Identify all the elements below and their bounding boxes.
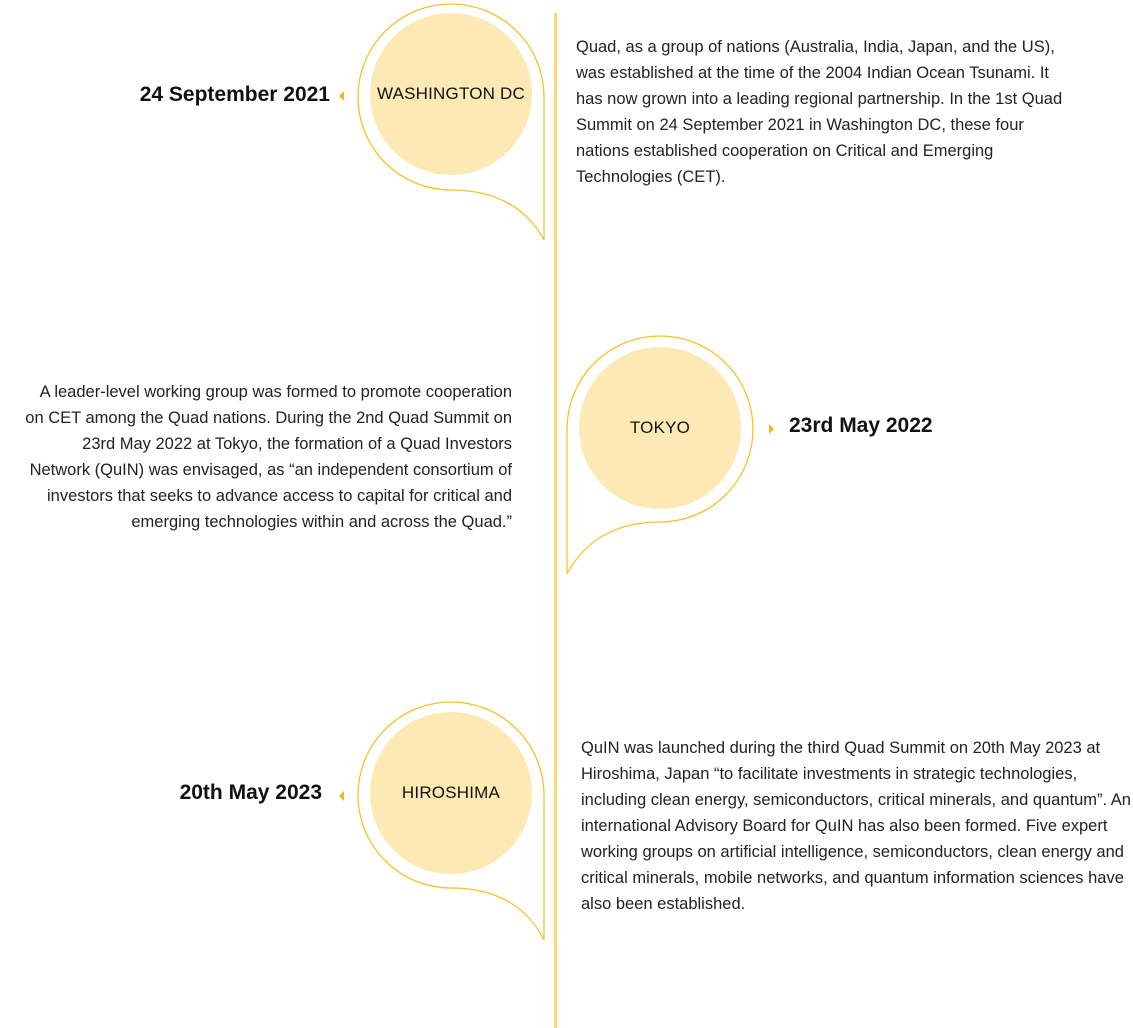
city-label-washington: WASHINGTON DC — [370, 13, 532, 175]
bubble-outline-icon — [357, 701, 545, 941]
city-label-tokyo: TOKYO — [579, 347, 741, 509]
location-bubble-tokyo: TOKYO — [566, 334, 756, 578]
triangle-right-icon — [769, 424, 774, 434]
location-bubble-hiroshima: HIROSHIMA — [357, 700, 548, 944]
event-date-2021: 24 September 2021 — [139, 83, 330, 106]
triangle-left-icon — [339, 91, 344, 101]
event-description-2021: Quad, as a group of nations (Australia, … — [576, 38, 1063, 186]
event-date-2023: 20th May 2023 — [179, 781, 322, 804]
timeline-axis-line — [554, 13, 557, 1028]
event-description-2022: A leader-level working group was formed … — [25, 383, 512, 531]
event-date-2022: 23rd May 2022 — [789, 414, 933, 437]
bubble-outline-icon — [566, 335, 754, 575]
triangle-left-icon — [339, 791, 344, 801]
bubble-outline-icon — [357, 3, 545, 241]
event-description-2023: QuIN was launched during the third Quad … — [581, 739, 1131, 913]
location-bubble-washington: WASHINGTON DC — [357, 2, 548, 244]
city-label-hiroshima: HIROSHIMA — [370, 712, 532, 874]
